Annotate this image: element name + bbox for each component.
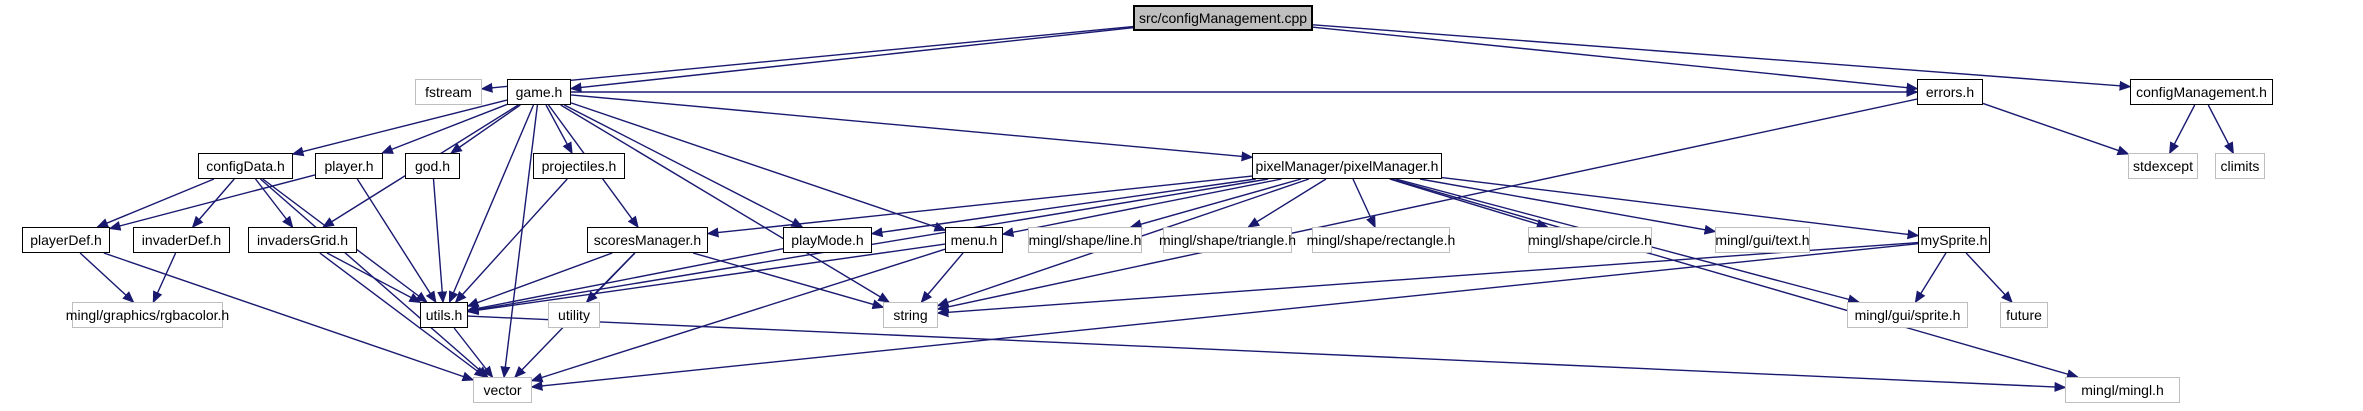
edge-cpp-to-errors [1312, 26, 1919, 93]
edge-pixelmanager-to-mingl [1391, 178, 2079, 379]
edge-configdata-to-playerdef [96, 178, 215, 228]
node-projectiles[interactable]: projectiles.h [533, 153, 625, 179]
node-fstream: fstream [415, 79, 482, 105]
node-menu[interactable]: menu.h [945, 227, 1003, 253]
node-configdata[interactable]: configData.h [198, 153, 293, 179]
edge-game-to-configdata [291, 99, 508, 157]
edge-errors-to-string [936, 98, 1918, 312]
edge-game-to-player [380, 103, 508, 154]
node-vector: vector [473, 377, 532, 403]
edge-pixelmanager-to-shape_line [1129, 178, 1302, 229]
node-playerdef[interactable]: playerDef.h [22, 227, 110, 253]
node-utils[interactable]: utils.h [420, 302, 468, 328]
edge-pixelmanager-to-mysprite [1441, 176, 1920, 240]
node-future: future [2000, 302, 2048, 328]
edge-game-to-utils [448, 104, 535, 304]
node-utility: utility [548, 302, 600, 328]
node-string: string [883, 302, 938, 328]
node-gui_sprite: mingl/gui/sprite.h [1847, 302, 1968, 328]
edge-invaderdef-to-rgbacolor [152, 252, 177, 304]
node-stdexcept: stdexcept [2128, 153, 2198, 179]
node-invadersgrid[interactable]: invadersGrid.h [248, 227, 357, 253]
edge-configmanagement_h-to-climits [2207, 104, 2234, 155]
node-mingl: mingl/mingl.h [2065, 377, 2180, 403]
edge-pixelmanager-to-menu [1001, 178, 1282, 238]
node-shape_triangle: mingl/shape/triangle.h [1159, 227, 1296, 253]
edge-errors-to-stdexcept [1982, 102, 2130, 156]
edge-game-to-projectiles [545, 104, 573, 155]
edge-game-to-vector [500, 104, 539, 379]
edge-invadersgrid-to-vector [319, 252, 487, 378]
edge-game-to-pixelmanager [570, 94, 1254, 162]
edge-cpp-to-configmanagement_h [1312, 24, 2132, 91]
edge-game-to-playmode [564, 104, 804, 228]
node-god[interactable]: god.h [405, 153, 460, 179]
edge-pixelmanager-to-gui_text [1419, 178, 1717, 235]
edge-pixelmanager-to-shape_circle [1389, 178, 1549, 229]
edge-menu-to-utils [466, 243, 946, 316]
edge-configdata-to-invadersgrid [254, 178, 294, 229]
edge-utils-to-vector [453, 327, 494, 379]
edge-player-to-utils [356, 178, 437, 304]
node-errors[interactable]: errors.h [1917, 79, 1983, 105]
edge-game-to-menu [570, 102, 947, 232]
edge-playerdef-to-rgbacolor [79, 252, 135, 304]
edge-cpp-to-game [569, 27, 1134, 93]
edge-invadersgrid-to-utils [326, 252, 422, 303]
edge-cpp-to-fstream [480, 25, 1134, 93]
edge-menu-to-vector [530, 248, 946, 383]
node-scoresmanager[interactable]: scoresManager.h [587, 227, 708, 253]
edge-mysprite-to-future [1965, 252, 2013, 304]
node-game[interactable]: game.h [507, 79, 571, 105]
node-mysprite[interactable]: mySprite.h [1918, 227, 1990, 253]
edge-game-to-string [560, 104, 891, 303]
edge-mysprite-to-string [936, 241, 1919, 318]
edge-menu-to-string [920, 252, 964, 304]
node-shape_rect: mingl/shape/rectangle.h [1307, 227, 1455, 253]
edge-scoresmanager-to-utils [466, 252, 613, 308]
node-climits: climits [2215, 153, 2265, 179]
node-rgbacolor: mingl/graphics/rgbacolor.h [66, 302, 229, 328]
edge-utils-to-mingl [467, 315, 2067, 392]
edge-mysprite-to-vector [530, 243, 1919, 391]
edge-pixelmanager-to-shape_triangle [1247, 178, 1327, 228]
node-shape_circle: mingl/shape/circle.h [1528, 227, 1652, 253]
node-invaderdef[interactable]: invaderDef.h [133, 227, 230, 253]
edge-configdata-to-invaderdef [191, 178, 235, 229]
edge-player-to-playerdef [108, 174, 316, 231]
edge-mysprite-to-gui_sprite [1914, 252, 1947, 304]
edge-scoresmanager-to-string [692, 252, 885, 310]
edge-playmode-to-utils [466, 248, 784, 314]
edge-pixelmanager-to-shape_rect [1352, 178, 1376, 229]
node-playmode[interactable]: playMode.h [783, 227, 872, 253]
edge-configmanagement_h-to-stdexcept [2169, 104, 2196, 155]
edge-game-to-god [449, 104, 521, 154]
edge-projectiles-to-utils [454, 178, 568, 304]
node-configmanagement_h[interactable]: configManagement.h [2130, 79, 2273, 105]
node-pixelmanager[interactable]: pixelManager/pixelManager.h [1252, 153, 1442, 179]
node-player[interactable]: player.h [315, 153, 383, 179]
node-gui_text: mingl/gui/text.h [1715, 227, 1810, 253]
node-cpp: src/configManagement.cpp [1133, 5, 1313, 31]
edge-god-to-utils [432, 178, 448, 304]
edge-pixelmanager-to-playmode [870, 178, 1256, 238]
edge-pixelmanager-to-scoresmanager [706, 175, 1253, 238]
node-shape_line: mingl/shape/line.h [1028, 227, 1142, 253]
